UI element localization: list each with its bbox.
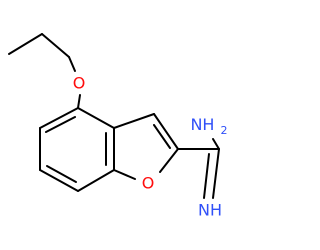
bond-c3-c2-inner (153, 124, 171, 149)
amine-label: NH 2 (190, 115, 227, 138)
imine-label: NH (198, 201, 222, 220)
bond-amidine-nh2 (212, 138, 220, 150)
bond-c3a-c4 (77, 107, 115, 129)
bond-c3a-c3 (113, 113, 155, 129)
furan-oxygen-label: O (142, 174, 155, 193)
bond-c7a-oxygen (113, 169, 136, 180)
bond-c6-c7-inner (46, 165, 77, 183)
structure-svg: O O NH 2 NH (8, 33, 228, 220)
bond-oxygen-ring (77, 94, 81, 109)
bond-c6-c7 (39, 169, 79, 192)
bond-amidine-nh-2 (203, 153, 210, 199)
bond-c4-c5 (39, 107, 79, 129)
bond-c4-c5-inner (45, 116, 76, 133)
bond-amidine-nh-1 (212, 148, 220, 199)
amine-symbol: NH (190, 115, 214, 134)
bond-ethyl-ch2 (41, 33, 70, 58)
molecule-diagram: O O NH 2 NH (8, 33, 228, 220)
bond-ch2-oxygen (68, 56, 76, 72)
bond-c7-c7a (77, 169, 115, 192)
bond-c2-oxygen (159, 148, 179, 173)
amine-subscript: 2 (221, 124, 228, 137)
ether-oxygen-label: O (73, 74, 86, 93)
bond-c3-c2 (153, 113, 179, 150)
bond-ethyl-end (8, 33, 43, 55)
